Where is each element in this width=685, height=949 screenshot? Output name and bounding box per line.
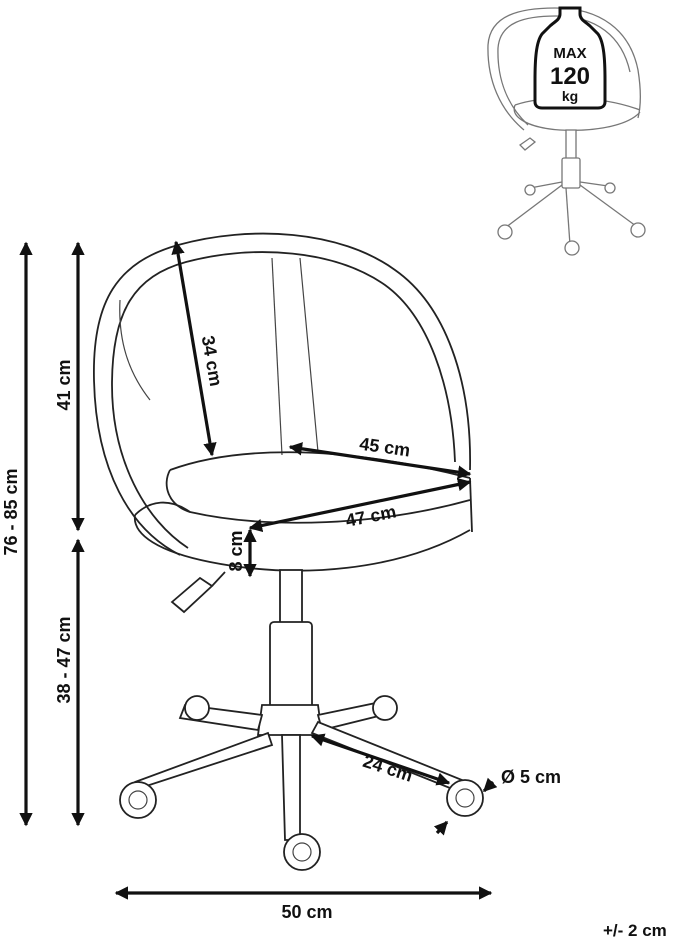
weight-icon: MAX 120 kg — [533, 6, 607, 110]
wheel — [283, 833, 321, 871]
dimension-lines — [19, 240, 498, 900]
wheel — [119, 781, 157, 819]
base-width-label: 50 cm — [281, 902, 332, 922]
max-load-value: 120 — [550, 63, 590, 90]
backrest-height-label: 41 cm — [54, 359, 74, 410]
chair-thumbnail — [487, 7, 646, 256]
backrest-depth-label: 34 cm — [198, 334, 227, 388]
wheel — [184, 695, 210, 721]
wheel-diameter-label: Ø 5 cm — [501, 767, 561, 787]
wheel — [372, 695, 398, 721]
seat-depth-label: 45 cm — [358, 434, 411, 461]
seat-thickness-label: 8 cm — [226, 530, 246, 571]
wheel — [446, 779, 484, 817]
tolerance-label: +/- 2 cm — [603, 921, 667, 940]
chair-illustration — [93, 232, 484, 871]
dimension-labels: 76 - 85 cm 41 cm 38 - 47 cm 34 cm 45 cm … — [1, 334, 667, 940]
total-height-label: 76 - 85 cm — [1, 468, 21, 555]
seat-height-label: 38 - 47 cm — [54, 616, 74, 703]
max-load-unit: kg — [562, 88, 578, 104]
max-label: MAX — [553, 45, 586, 62]
